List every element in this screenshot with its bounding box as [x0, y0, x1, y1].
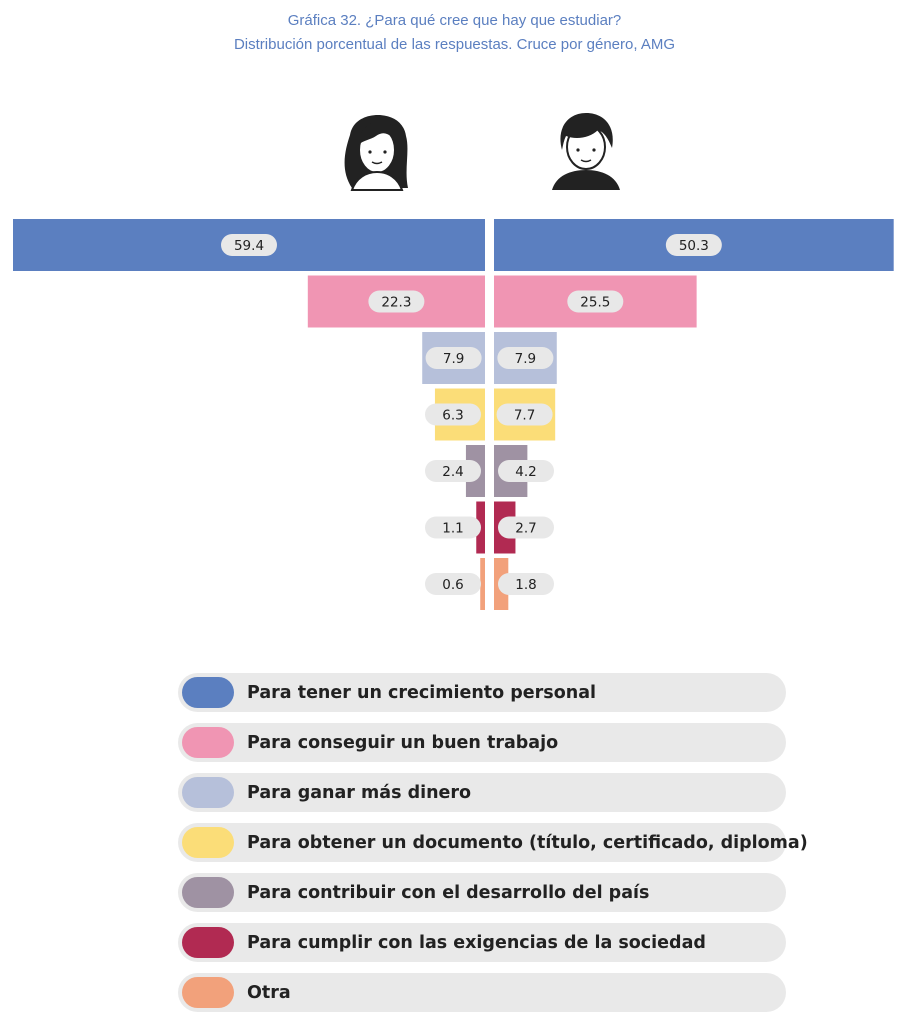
legend-swatch-6 — [182, 977, 234, 1008]
legend-item-2: Para ganar más dinero — [178, 773, 786, 812]
chart-title-block: Gráfica 32. ¿Para qué cree que hay que e… — [0, 9, 909, 57]
chart-subtitle: Distribución porcentual de las respuesta… — [233, 36, 676, 53]
value-label-men-3: 7.7 — [514, 408, 535, 424]
value-label-men-0: 50.3 — [679, 238, 709, 254]
value-label-women-1: 22.3 — [381, 295, 411, 311]
value-label-women-6-pill — [425, 573, 481, 595]
legend-item-1: Para conseguir un buen trabajo — [178, 723, 786, 762]
value-label-men-6: 1.8 — [515, 577, 536, 593]
value-label-men-4: 4.2 — [515, 464, 536, 480]
legend-item-5: Para cumplir con las exigencias de la so… — [178, 923, 786, 962]
butterfly-chart: 59.4 50.3 22.3 25.5 7.9 7.9 6.3 7.7 2.4 4.2 1.1 2.7… — [13, 113, 894, 610]
legend-swatch-3 — [182, 827, 234, 858]
value-label-women-4-pill — [425, 460, 481, 482]
value-label-men-0-pill — [665, 234, 722, 256]
value-label-men-1-pill — [567, 290, 624, 313]
legend-label-2: Para ganar más dinero — [247, 782, 472, 803]
legend-label-1: Para conseguir un buen trabajo — [247, 732, 559, 753]
value-label-women-5: 1.1 — [442, 521, 463, 537]
value-label-women-6: 0.6 — [442, 577, 463, 593]
value-label-men-5: 2.7 — [515, 521, 536, 537]
value-label-men-2-pill — [497, 347, 554, 369]
value-label-women-0-pill — [221, 234, 277, 256]
bars-group: 59.4 50.3 22.3 25.5 7.9 7.9 6.3 7.7 2.4 4.2 1.1 2.7… — [13, 219, 894, 610]
value-label-men-5-pill — [498, 516, 554, 539]
value-label-women-3-pill — [425, 403, 481, 426]
value-label-men-3-pill — [496, 403, 553, 426]
value-label-women-0: 59.4 — [234, 238, 264, 254]
legend-swatch-0 — [182, 677, 234, 708]
legend-item-3: Para obtener un documento (título, certi… — [178, 823, 808, 862]
value-label-women-5-pill — [425, 516, 481, 539]
legend-label-4: Para contribuir con el desarrollo del pa… — [247, 882, 650, 903]
chart-title: Gráfica 32. ¿Para qué cree que hay que e… — [287, 12, 622, 29]
man-icon — [552, 113, 620, 190]
value-label-men-4-pill — [498, 460, 554, 482]
legend-label-6: Otra — [247, 982, 291, 1003]
value-label-women-1-pill — [368, 290, 425, 313]
woman-icon — [344, 115, 408, 191]
value-label-men-2: 7.9 — [515, 351, 536, 367]
legend-item-6: Otra — [178, 973, 786, 1012]
legend-label-0: Para tener un crecimiento personal — [247, 682, 597, 703]
legend-item-0: Para tener un crecimiento personal — [178, 673, 786, 712]
legend-label-3: Para obtener un documento (título, certi… — [247, 832, 808, 853]
legend-label-5: Para cumplir con las exigencias de la so… — [247, 932, 706, 953]
value-label-women-3: 6.3 — [442, 408, 463, 424]
value-label-men-6-pill — [498, 573, 554, 595]
legend-swatch-1 — [182, 727, 234, 758]
legend-swatch-2 — [182, 777, 234, 808]
legend-item-4: Para contribuir con el desarrollo del pa… — [178, 873, 786, 912]
value-label-men-1: 25.5 — [580, 295, 610, 311]
bar-women-6 — [480, 558, 485, 610]
value-label-women-4: 2.4 — [442, 464, 463, 480]
value-label-women-2-pill — [425, 347, 482, 369]
legend-swatch-4 — [182, 877, 234, 908]
legend-swatch-5 — [182, 927, 234, 958]
value-label-women-2: 7.9 — [443, 351, 464, 367]
